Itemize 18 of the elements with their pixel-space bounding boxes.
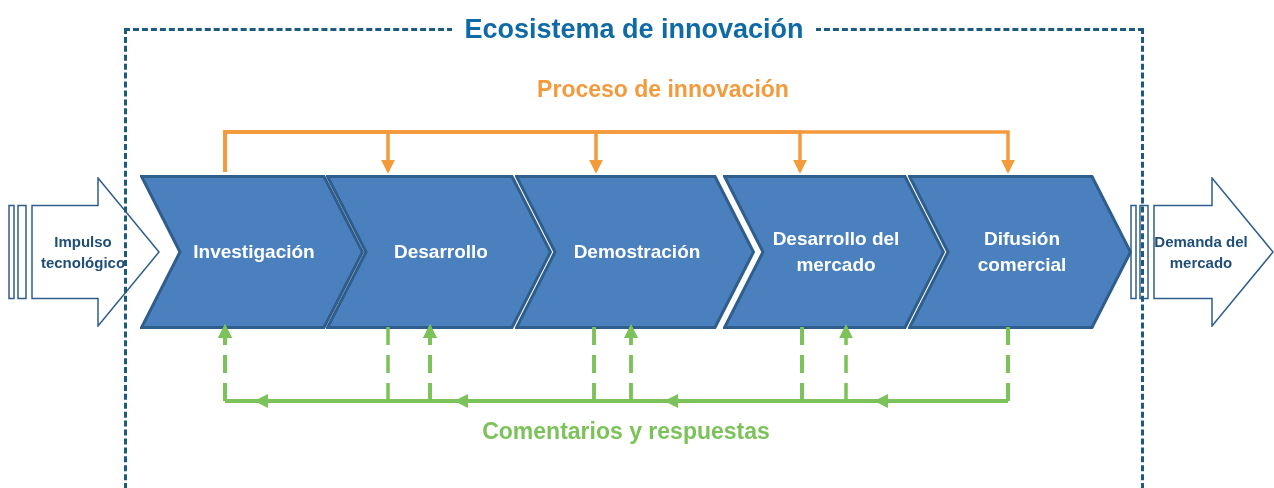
feedback-caption: Comentarios y respuestas: [481, 417, 771, 446]
arrow: [218, 324, 390, 403]
arrow-label: Demanda del mercado: [1153, 232, 1249, 273]
chevron-step: [515, 175, 755, 329]
step-label: Difusión comercial: [976, 227, 1068, 277]
chevron-step: [140, 175, 364, 329]
chevron-step: [326, 175, 552, 329]
chevron-step: [908, 175, 1132, 329]
step-label: Desarrollo del mercado: [771, 227, 901, 277]
process-heading: Proceso de innovación: [536, 75, 790, 104]
step-label: Desarrollo: [394, 240, 488, 264]
arrow-label: Impulso tecnológico: [39, 232, 127, 273]
arrow: [223, 130, 1015, 174]
outline-arrow: [1130, 177, 1274, 327]
step-label: Investigación: [193, 240, 315, 264]
outline-arrow: [8, 177, 160, 327]
chevron-step: [723, 175, 945, 329]
step-label: Demostración: [573, 240, 701, 264]
